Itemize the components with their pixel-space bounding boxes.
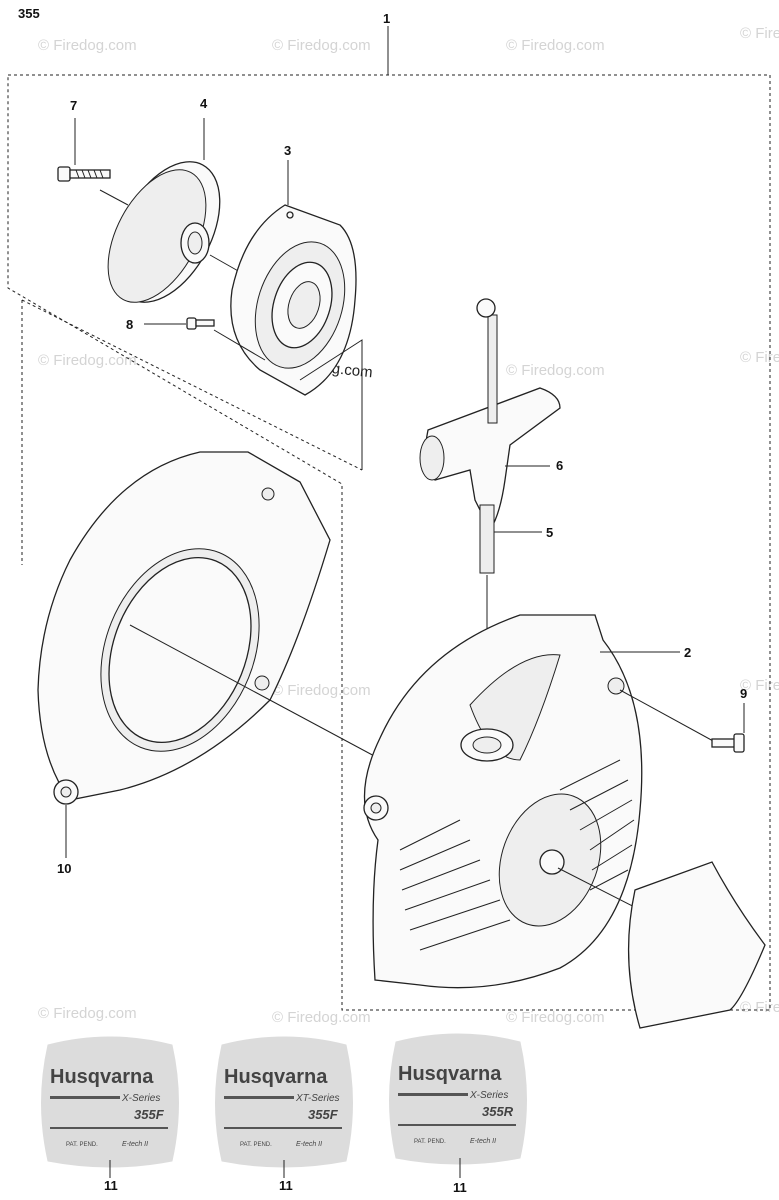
watermark-text: © Firedog.com [740, 349, 779, 366]
callout-4: 4 [200, 96, 208, 111]
leader-line [213, 329, 266, 361]
watermark-text: © Firedog.com [506, 362, 605, 379]
callout-8: 8 [126, 317, 133, 332]
decal-11-c: Husqvarna X-Series 355R PAT. PEND. E-tec… [389, 1033, 527, 1165]
pulley-group-boundary [21, 299, 363, 565]
decal-11-b: Husqvarna XT-Series 355F PAT. PEND. E-te… [215, 1036, 353, 1168]
callout-6: 6 [556, 458, 563, 473]
leader-line [299, 339, 363, 470]
series-text: X-Series [121, 1093, 160, 1104]
leader-line [99, 189, 129, 206]
callout-7: 7 [70, 98, 77, 113]
watermark-text: © Firedog.com [506, 1009, 605, 1026]
bolt-part-7 [57, 166, 111, 182]
model-text: 355F [134, 1107, 165, 1122]
decal-11-a: Husqvarna X-Series 355F PAT. PEND. E-tec… [41, 1036, 179, 1168]
callout-11: 11 [104, 1178, 118, 1193]
page-code: 355 [18, 6, 40, 21]
starter-housing-part-2 [363, 614, 643, 989]
watermark-text: © Firedog.com [38, 352, 137, 369]
leader-line [129, 624, 379, 759]
watermark-text: © Firedog.com [38, 37, 137, 54]
watermark-text: © Firedog.com [272, 682, 371, 699]
watermark-text: © Firedog.com [38, 1005, 137, 1022]
series-text: X-Series [469, 1090, 508, 1101]
watermark-text: © Firedog.com [740, 25, 779, 42]
tech-text: E-tech II [296, 1141, 322, 1148]
model-text: 355F [308, 1107, 339, 1122]
assembly-boundary [7, 74, 771, 1011]
pulley-part-4 [107, 161, 221, 303]
brand-text: Husqvarna [398, 1063, 502, 1085]
callout-2: 2 [684, 645, 691, 660]
screw-part-8 [186, 317, 215, 330]
leader-line [209, 254, 241, 273]
tech-text: E-tech II [470, 1138, 496, 1145]
decal-blank [627, 861, 766, 1029]
bolt-part-9 [711, 733, 745, 753]
callout-5: 5 [546, 525, 553, 540]
callout-group: 1 2 3 4 5 6 7 8 9 10 11 11 11 [57, 11, 747, 1195]
callout-11: 11 [453, 1180, 467, 1195]
starter-handle-part-6 [419, 298, 561, 532]
tech-text: E-tech II [122, 1141, 148, 1148]
callout-3: 3 [284, 143, 291, 158]
brand-text: Husqvarna [50, 1066, 154, 1088]
callout-11: 11 [279, 1178, 293, 1193]
watermark-text: © Firedog.com [506, 37, 605, 54]
model-text: 355R [482, 1104, 514, 1119]
fan-housing-part-10 [37, 451, 331, 805]
callout-9: 9 [740, 686, 747, 701]
watermark-text: © Firedog.com [740, 999, 779, 1016]
patent-text: PAT. PEND. [240, 1142, 272, 1148]
leader-line [619, 689, 716, 743]
brand-text: Husqvarna [224, 1066, 328, 1088]
watermark-text: © Firedog.com [740, 677, 779, 694]
callout-10: 10 [57, 861, 71, 876]
series-text: XT-Series [295, 1093, 340, 1104]
patent-text: PAT. PEND. [414, 1139, 446, 1145]
watermark-text: © Firedog.com [272, 37, 371, 54]
watermark-text: © Firedog.com [272, 1009, 371, 1026]
callout-1: 1 [383, 11, 390, 26]
spring-cassette-part-3 [230, 204, 357, 396]
patent-text: PAT. PEND. [66, 1142, 98, 1148]
